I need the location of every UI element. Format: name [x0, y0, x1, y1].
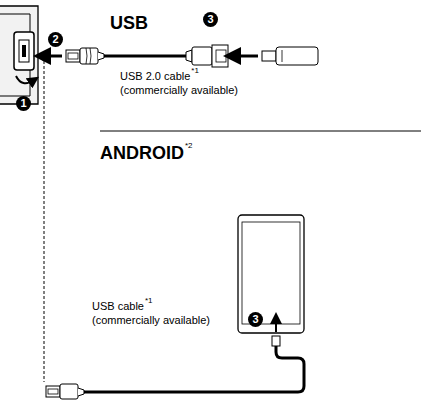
- section-heading: ANDROID: [100, 144, 184, 164]
- footnote-mark: *1: [191, 67, 199, 76]
- dashed-alternative-line: [42, 56, 44, 382]
- footnote-mark: *1: [145, 297, 153, 306]
- insert-arrow: [232, 55, 258, 58]
- head-unit: [0, 6, 38, 104]
- usb-extension-cable: [66, 45, 228, 67]
- cable-note: (commercially available): [120, 84, 238, 96]
- cable-label: USB cable: [92, 300, 144, 312]
- callout-number: 3: [248, 312, 263, 327]
- open-cover-arrow: [16, 76, 34, 83]
- cable-label: USB 2.0 cable: [120, 70, 190, 82]
- callout-number: 2: [48, 32, 63, 47]
- footnote-mark: *2: [185, 142, 193, 151]
- cable-note: (commercially available): [92, 314, 210, 326]
- divider-line: [100, 131, 421, 132]
- insert-arrow: [275, 318, 277, 332]
- usb-memory: [262, 47, 318, 65]
- callout-number: 1: [16, 96, 31, 111]
- android-usb-cable: [46, 336, 304, 399]
- insert-arrow: [42, 55, 62, 58]
- callout-number: 3: [203, 12, 218, 27]
- android-phone: [238, 215, 304, 333]
- section-heading: USB: [110, 14, 148, 34]
